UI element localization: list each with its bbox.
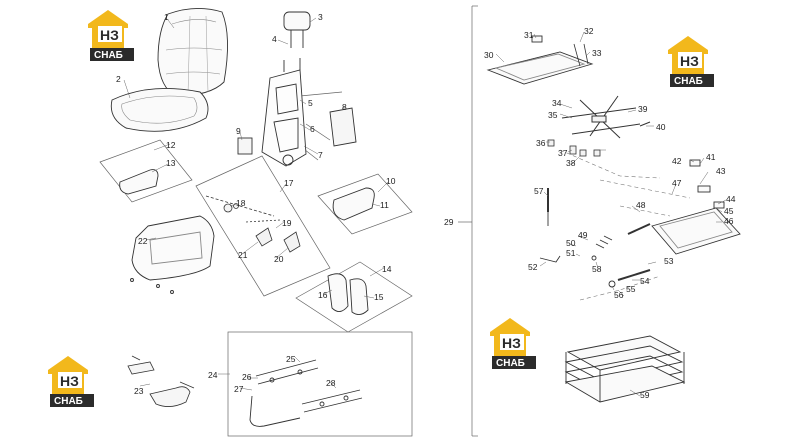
- headrest: [283, 11, 311, 48]
- callout-55: 55: [626, 284, 636, 294]
- callout-16: 16: [318, 290, 328, 300]
- callout-43: 43: [716, 166, 726, 176]
- logo-main-text: НЗ: [100, 27, 119, 43]
- callout-19: 19: [282, 218, 292, 228]
- callout-23: 23: [134, 386, 144, 396]
- callout-49: 49: [578, 230, 588, 240]
- callout-59: 59: [640, 390, 650, 400]
- callout-8: 8: [342, 102, 347, 112]
- callout-3: 3: [318, 12, 323, 22]
- callout-28: 28: [326, 378, 336, 388]
- callout-12: 12: [166, 140, 176, 150]
- callout-7: 7: [318, 150, 323, 160]
- callout-leaders: [123, 17, 727, 397]
- callout-27: 27: [234, 384, 244, 394]
- callout-54: 54: [640, 276, 650, 286]
- logo-nz-snab: НЗ СНАБ: [88, 10, 134, 61]
- bellows: [564, 335, 686, 403]
- logo-nz-snab: НЗ СНАБ: [668, 36, 714, 87]
- callout-47: 47: [672, 178, 682, 188]
- callout-41: 41: [706, 152, 716, 162]
- shock-absorbers: [539, 188, 651, 288]
- callout-44: 44: [726, 194, 736, 204]
- callout-52: 52: [528, 262, 538, 272]
- backrest-frame: [261, 58, 307, 167]
- callout-14: 14: [382, 264, 392, 274]
- callout-2: 2: [116, 74, 121, 84]
- callout-53: 53: [664, 256, 674, 266]
- right-armrest: [332, 187, 375, 221]
- callout-42: 42: [672, 156, 682, 166]
- callout-5: 5: [308, 98, 313, 108]
- callout-35: 35: [548, 110, 558, 120]
- callout-24: 24: [208, 370, 218, 380]
- callout-45: 45: [724, 206, 734, 216]
- lumbar-pad: [329, 107, 357, 147]
- callout-40: 40: [656, 122, 666, 132]
- seat-cushion: [110, 88, 209, 132]
- base-plate: [651, 159, 741, 255]
- link-rods: [573, 43, 589, 67]
- callout-38: 38: [566, 158, 576, 168]
- control-box: [237, 137, 253, 155]
- scissor-mechanism: [561, 95, 651, 139]
- callout-11: 11: [380, 200, 389, 210]
- logo-sub-text: СНАБ: [674, 76, 703, 87]
- logo-nz-snab: НЗ СНАБ: [490, 318, 536, 369]
- logo-main-text: НЗ: [502, 335, 521, 351]
- callout-4: 4: [272, 34, 277, 44]
- callout-1: 1: [164, 12, 169, 22]
- connection-lines: [559, 149, 691, 301]
- callout-51: 51: [566, 248, 576, 258]
- small-parts: [547, 139, 601, 157]
- callout-32: 32: [584, 26, 594, 36]
- callout-36: 36: [536, 138, 546, 148]
- top-plate: [486, 35, 594, 85]
- callout-13: 13: [166, 158, 176, 168]
- callout-21: 21: [238, 250, 248, 260]
- callout-17: 17: [284, 178, 294, 188]
- logo-main-text: НЗ: [680, 53, 699, 69]
- callout-57: 57: [534, 186, 544, 196]
- callout-25: 25: [286, 354, 296, 364]
- seat-back-cushion: [157, 8, 229, 97]
- callout-56: 56: [614, 290, 624, 300]
- callout-10: 10: [386, 176, 396, 186]
- callout-33: 33: [592, 48, 602, 58]
- callout-50: 50: [566, 238, 576, 248]
- logo-main-text: НЗ: [60, 373, 79, 389]
- armrest-pads: [327, 273, 369, 315]
- callout-39: 39: [638, 104, 648, 114]
- callout-30: 30: [484, 50, 494, 60]
- callout-48: 48: [636, 200, 646, 210]
- callout-58: 58: [592, 264, 602, 274]
- callout-20: 20: [274, 254, 284, 264]
- logo-sub-text: СНАБ: [94, 50, 123, 61]
- seat-pan: [130, 215, 215, 294]
- logo-sub-text: СНАБ: [54, 396, 83, 407]
- callout-15: 15: [374, 292, 384, 302]
- left-armrest: [119, 169, 159, 195]
- slide-rails: [249, 359, 363, 427]
- callout-46: 46: [724, 216, 734, 226]
- callout-6: 6: [310, 124, 315, 134]
- callout-18: 18: [236, 198, 246, 208]
- callout-29: 29: [444, 217, 454, 227]
- logo-sub-text: СНАБ: [496, 358, 525, 369]
- callout-labels: 1 2 3 4 5 6 7 8 9 10 11 12 13 14 15 16 1…: [116, 12, 736, 400]
- callout-31: 31: [524, 30, 534, 40]
- callout-26: 26: [242, 372, 252, 382]
- callout-22: 22: [138, 236, 148, 246]
- callout-9: 9: [236, 126, 241, 136]
- callout-34: 34: [552, 98, 562, 108]
- callout-37: 37: [558, 148, 568, 158]
- belt-bracket: [127, 355, 195, 407]
- logo-nz-snab: НЗ СНАБ: [48, 356, 94, 407]
